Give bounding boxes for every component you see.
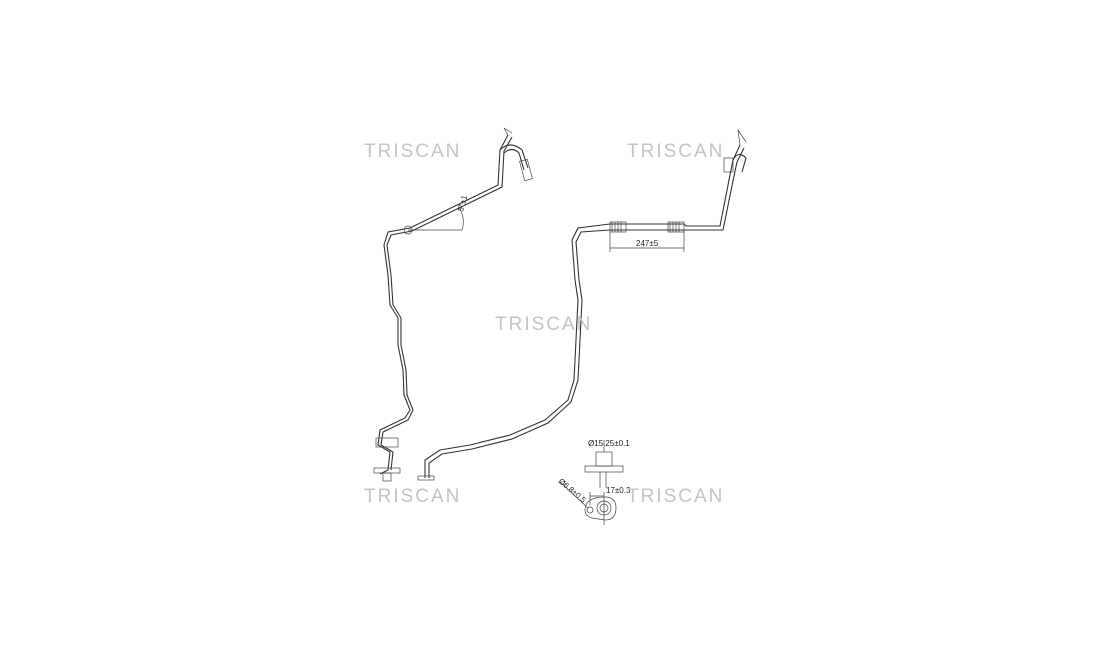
watermark-top-right: TRISCAN <box>627 141 725 162</box>
hose-length-dimension: 247±5 <box>636 239 659 248</box>
angle-dimension: 5°±1 <box>456 194 469 213</box>
flange-offset-dimension: 17±0.3 <box>606 486 631 495</box>
watermark-top-left: TRISCAN <box>364 141 462 162</box>
watermark-bottom-left: TRISCAN <box>364 486 462 507</box>
right-pipe <box>417 129 747 481</box>
watermark-bottom-right: TRISCAN <box>627 486 725 507</box>
left-pipe <box>373 127 533 482</box>
hole-diameter-dimension: Ø6.8±0.5 <box>557 477 588 505</box>
fitting-detail <box>559 440 624 525</box>
port-diameter-dimension: Ø15.25±0.1 <box>588 439 630 448</box>
watermark-center: TRISCAN <box>495 314 593 335</box>
